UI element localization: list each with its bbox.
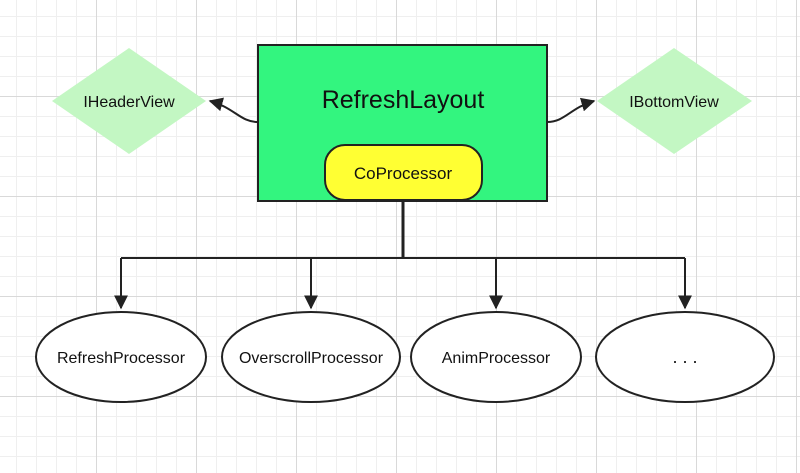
connector-to-header-view xyxy=(208,97,259,123)
coprocessor-label: CoProcessor xyxy=(354,164,453,183)
bottom-view-label: IBottomView xyxy=(629,94,719,111)
refresh-processor-label: RefreshProcessor xyxy=(57,350,186,367)
refresh-processor-node: RefreshProcessor xyxy=(35,311,207,403)
header-view-label: IHeaderView xyxy=(83,94,175,111)
overscroll-processor-label: OverscrollProcessor xyxy=(239,350,384,367)
more-processor-node: . . . xyxy=(595,311,775,403)
connector-to-bottom-view xyxy=(546,97,596,123)
refresh-layout-label: RefreshLayout xyxy=(322,86,485,114)
header-view-node: IHeaderView xyxy=(52,48,206,154)
anim-processor-node: AnimProcessor xyxy=(410,311,582,403)
coprocessor-node: CoProcessor xyxy=(324,144,483,201)
more-processor-label: . . . xyxy=(672,347,697,367)
anim-processor-label: AnimProcessor xyxy=(442,350,551,367)
overscroll-processor-node: OverscrollProcessor xyxy=(221,311,401,403)
bottom-view-node: IBottomView xyxy=(597,48,752,154)
